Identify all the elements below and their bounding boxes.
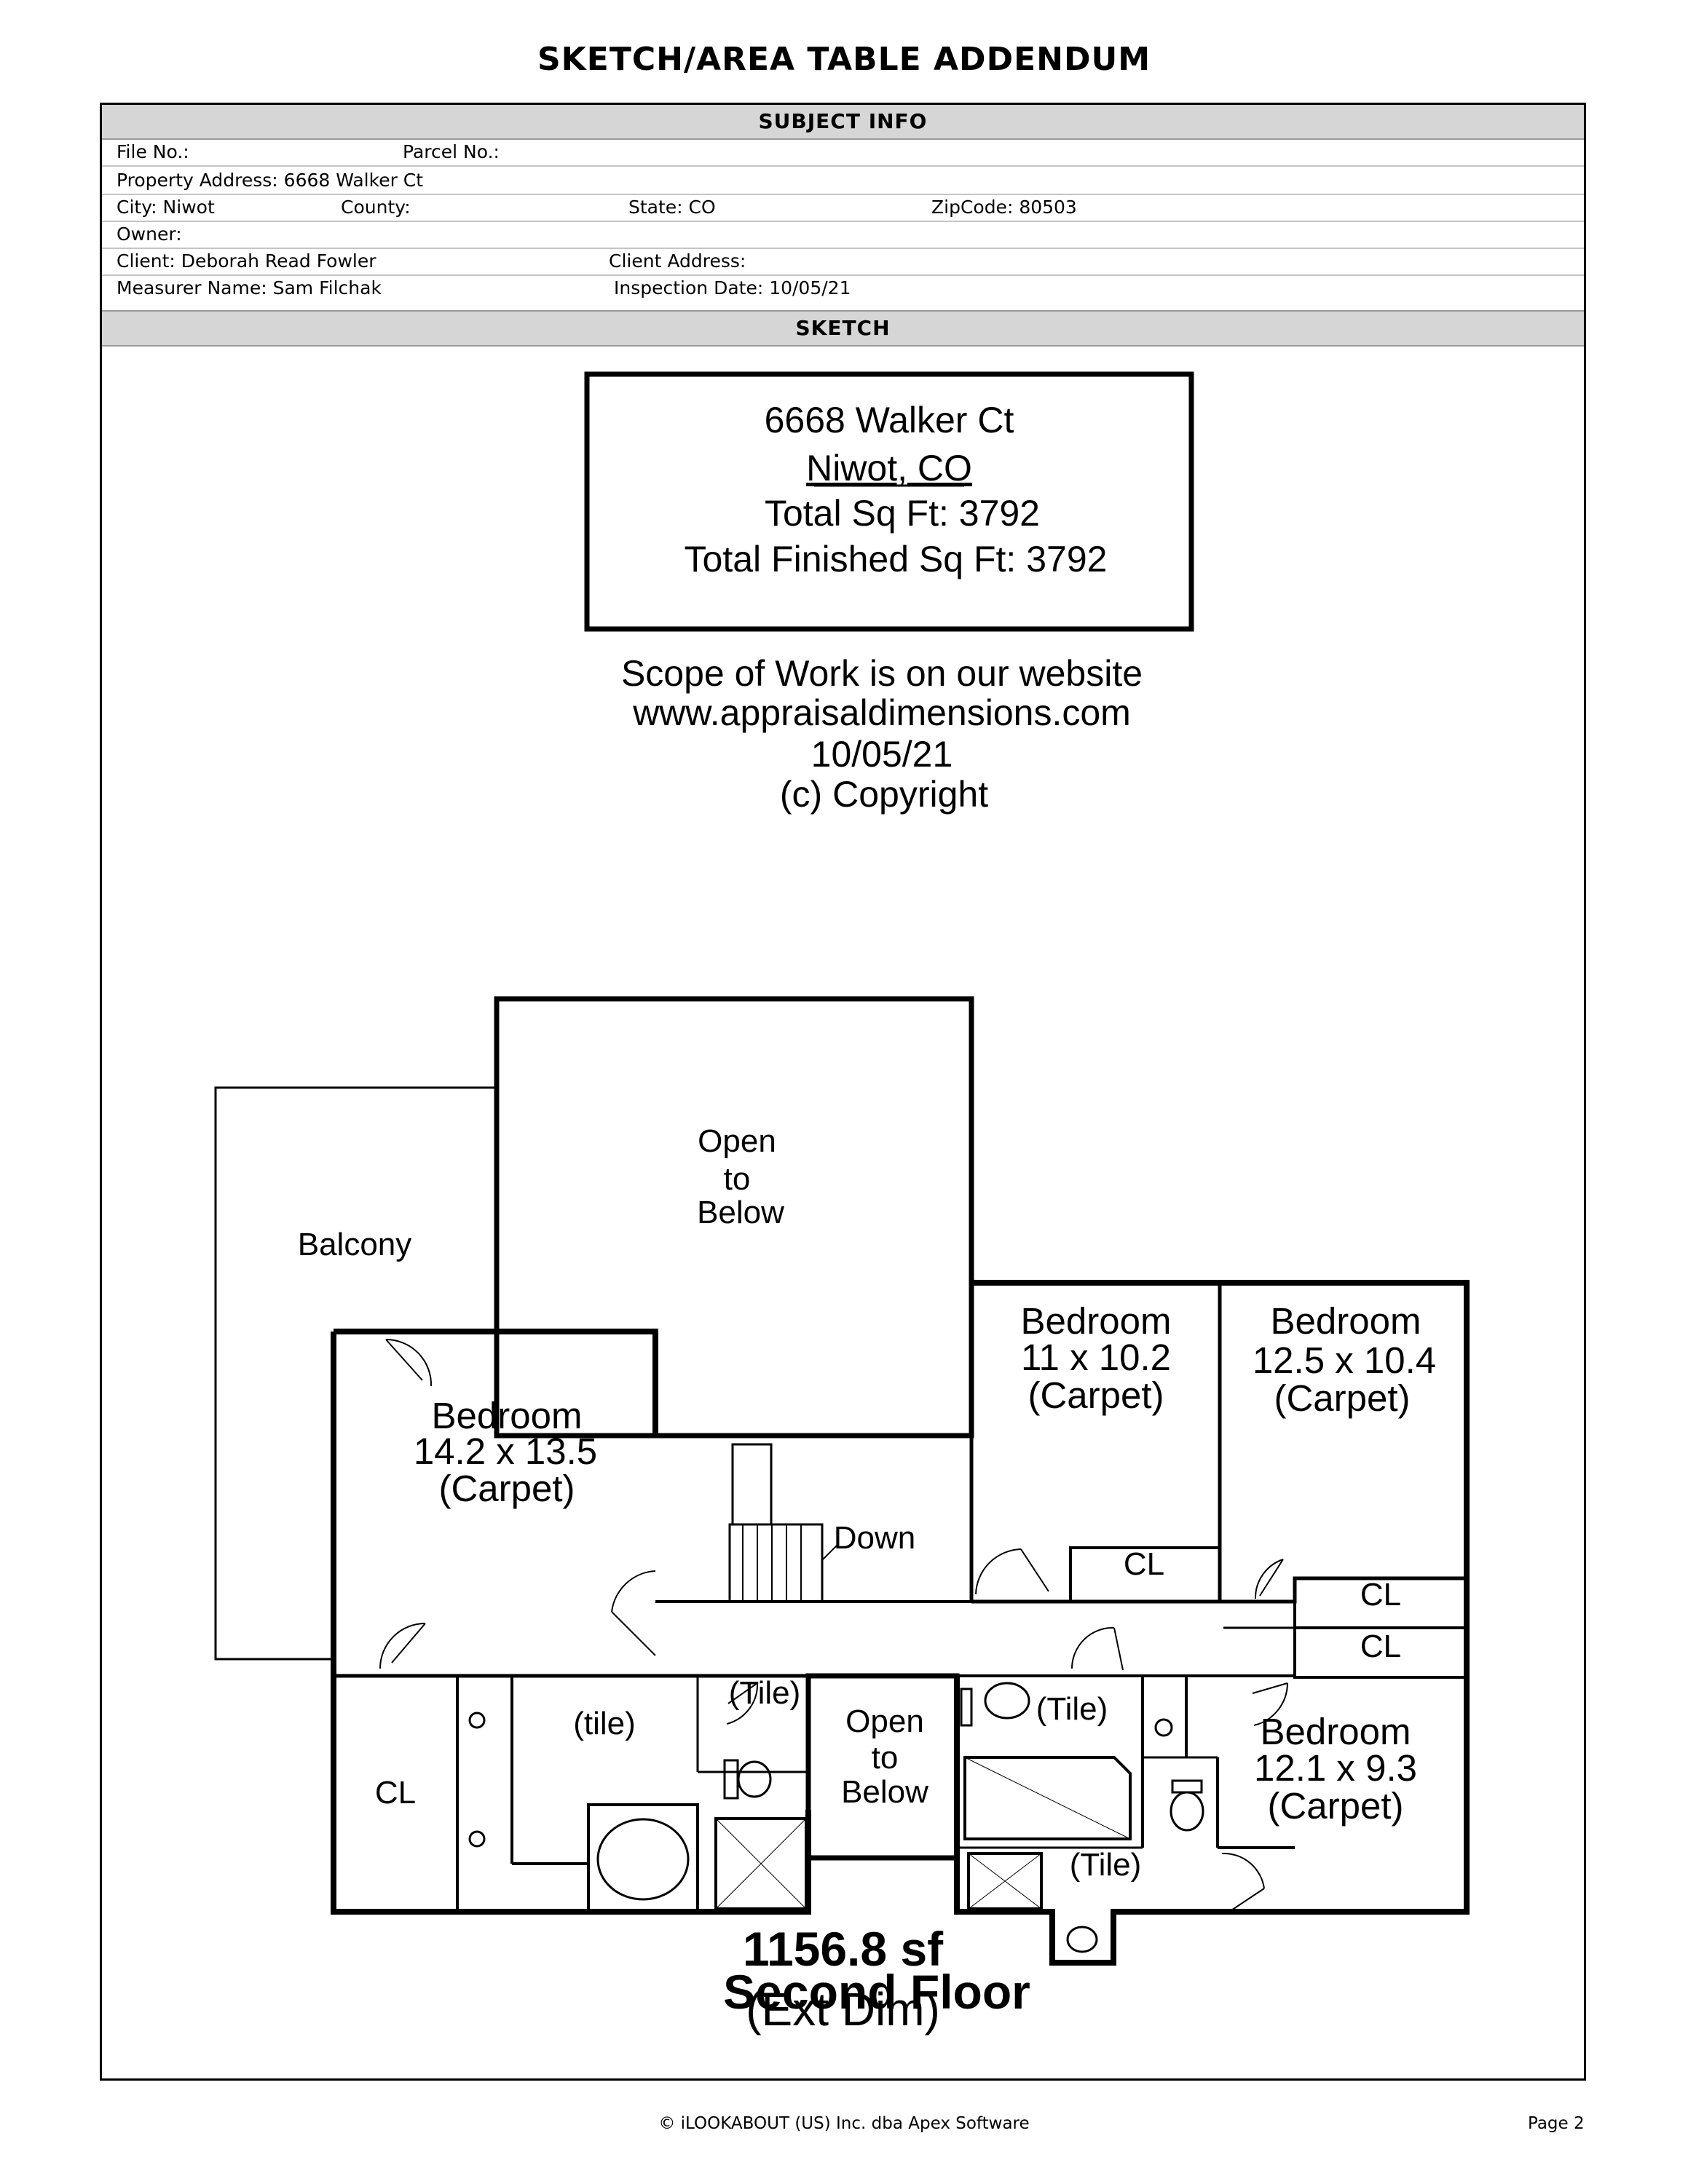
floor-area: 1156.8 sf xyxy=(742,1922,944,1976)
client: Client: Deborah Read Fowler xyxy=(117,250,376,272)
info-row-address: Property Address: 6668 Walker Ct xyxy=(102,167,1584,195)
box-address: 6668 Walker Ct xyxy=(765,400,1014,440)
sink-right xyxy=(1154,1718,1173,1737)
box-city: Niwot, CO xyxy=(806,448,972,488)
sink-bottom xyxy=(1066,1926,1098,1953)
sink-left-1 xyxy=(468,1712,486,1729)
closet-right-2-label: CL xyxy=(1360,1629,1401,1664)
toilet-right xyxy=(984,1682,1030,1720)
bedroom-right-label: Bedroom xyxy=(1271,1300,1421,1342)
open-top-line-3: Below xyxy=(697,1195,784,1230)
bedroom-mid-floor: (Carpet) xyxy=(1028,1374,1164,1416)
client-address: Client Address: xyxy=(609,250,746,272)
bedroom-left-floor: (Carpet) xyxy=(438,1468,575,1509)
closet-right-1-label: CL xyxy=(1360,1577,1401,1613)
subject-info-header: SUBJECT INFO xyxy=(102,105,1584,140)
closet-mid-label: CL xyxy=(1124,1546,1164,1582)
bedroom-mid-size: 11 x 10.2 xyxy=(1021,1337,1171,1378)
bath-left-tile: (Tile) xyxy=(729,1675,801,1711)
info-row-measurer: Measurer Name: Sam Filchak Inspection Da… xyxy=(102,274,1584,301)
stair-lower xyxy=(728,1523,824,1603)
shower-lower xyxy=(967,1852,1043,1910)
bathtub xyxy=(587,1803,699,1913)
open-bottom-line-3: Below xyxy=(841,1774,928,1810)
closet-left-label: CL xyxy=(375,1775,416,1811)
city: City: Niwot xyxy=(117,197,215,218)
county: County: xyxy=(341,197,411,218)
box-finished: Total Finished Sq Ft: 3792 xyxy=(685,539,1108,579)
toilet-left xyxy=(737,1760,772,1798)
bedroom-right-floor: (Carpet) xyxy=(1274,1377,1410,1419)
sketch-copyright: (c) Copyright xyxy=(780,774,988,815)
balcony-label: Balcony xyxy=(298,1227,412,1262)
bedroom-right-size: 12.5 x 10.4 xyxy=(1253,1340,1436,1381)
state: State: CO xyxy=(628,197,716,218)
shower-right xyxy=(963,1756,1132,1840)
balcony-outline xyxy=(214,1086,497,1661)
scope-line-2: www.appraisaldimensions.com xyxy=(632,692,1131,733)
main-outline-left xyxy=(331,1329,811,1915)
open-to-below-area xyxy=(494,996,974,1439)
parcel-no: Parcel No.: xyxy=(403,141,500,162)
stair-down-label: Down xyxy=(834,1520,916,1556)
bath-right-tile: (Tile) xyxy=(1036,1691,1108,1727)
inspection-date: Inspection Date: 10/05/21 xyxy=(614,277,851,298)
sketch-area: 6668 Walker Ct Niwot, CO Total Sq Ft: 37… xyxy=(102,345,1584,2078)
bedroom-lower-size: 12.1 x 9.3 xyxy=(1254,1747,1417,1789)
bath-left-floor: (tile) xyxy=(573,1706,636,1741)
bedroom-left-size: 14.2 x 13.5 xyxy=(414,1431,597,1472)
property-summary-box xyxy=(584,371,1194,632)
open-to-below-small xyxy=(805,1673,960,1861)
property-address: Property Address: 6668 Walker Ct xyxy=(117,170,424,191)
floor-plan-sketch: 6668 Walker Ct Niwot, CO Total Sq Ft: 37… xyxy=(214,371,1470,2019)
measurer-name: Measurer Name: Sam Filchak xyxy=(117,277,382,298)
document-title: SKETCH/AREA TABLE ADDENDUM xyxy=(537,41,1151,78)
open-bottom-line-2: to xyxy=(872,1740,899,1776)
bedroom-mid-label: Bedroom xyxy=(1021,1300,1172,1342)
file-no: File No.: xyxy=(117,141,189,162)
floor-name: Second Floor xyxy=(723,1965,1030,2019)
addendum-frame: SUBJECT INFO File No.: Parcel No.: Prope… xyxy=(100,103,1586,2081)
info-row-client: Client: Deborah Read Fowler Client Addre… xyxy=(102,248,1584,276)
open-bottom-line-1: Open xyxy=(845,1704,924,1739)
toilet-mid xyxy=(1170,1791,1204,1832)
floor-note: (Ext Dim) xyxy=(746,1983,940,2035)
open-top-line-1: Open xyxy=(698,1123,776,1159)
sketch-date: 10/05/21 xyxy=(811,734,953,775)
info-row-owner: Owner: xyxy=(102,221,1584,249)
sketch-header: SKETCH xyxy=(102,310,1584,347)
stair-upper xyxy=(731,1443,773,1526)
owner: Owner: xyxy=(117,223,182,245)
info-row-city: City: Niwot County: State: CO ZipCode: 8… xyxy=(102,194,1584,222)
info-row-file: File No.: Parcel No.: xyxy=(102,138,1584,167)
bath-lower-tile: (Tile) xyxy=(1070,1847,1142,1883)
box-total: Total Sq Ft: 3792 xyxy=(765,493,1040,534)
zipcode: ZipCode: 80503 xyxy=(931,197,1077,218)
floor-summary: 1156.8 sf (Ext Dim) xyxy=(102,1918,1584,2038)
bedroom-lower-label: Bedroom xyxy=(1261,1711,1411,1752)
open-top-line-2: to xyxy=(724,1161,751,1197)
floor-plan xyxy=(214,996,1470,1966)
shower-left xyxy=(714,1817,808,1910)
footer-copyright: © iLOOKABOUT (US) Inc. dba Apex Software xyxy=(658,2114,1030,2133)
scope-line-1: Scope of Work is on our website xyxy=(621,653,1143,694)
closet-mid xyxy=(1069,1546,1220,1602)
sink-left-2 xyxy=(468,1830,486,1848)
main-outline-right xyxy=(954,1280,1470,1966)
bedroom-left-label: Bedroom xyxy=(432,1395,583,1436)
bedroom-lower-floor: (Carpet) xyxy=(1267,1785,1403,1827)
footer-page-number: Page 2 xyxy=(1528,2114,1585,2133)
